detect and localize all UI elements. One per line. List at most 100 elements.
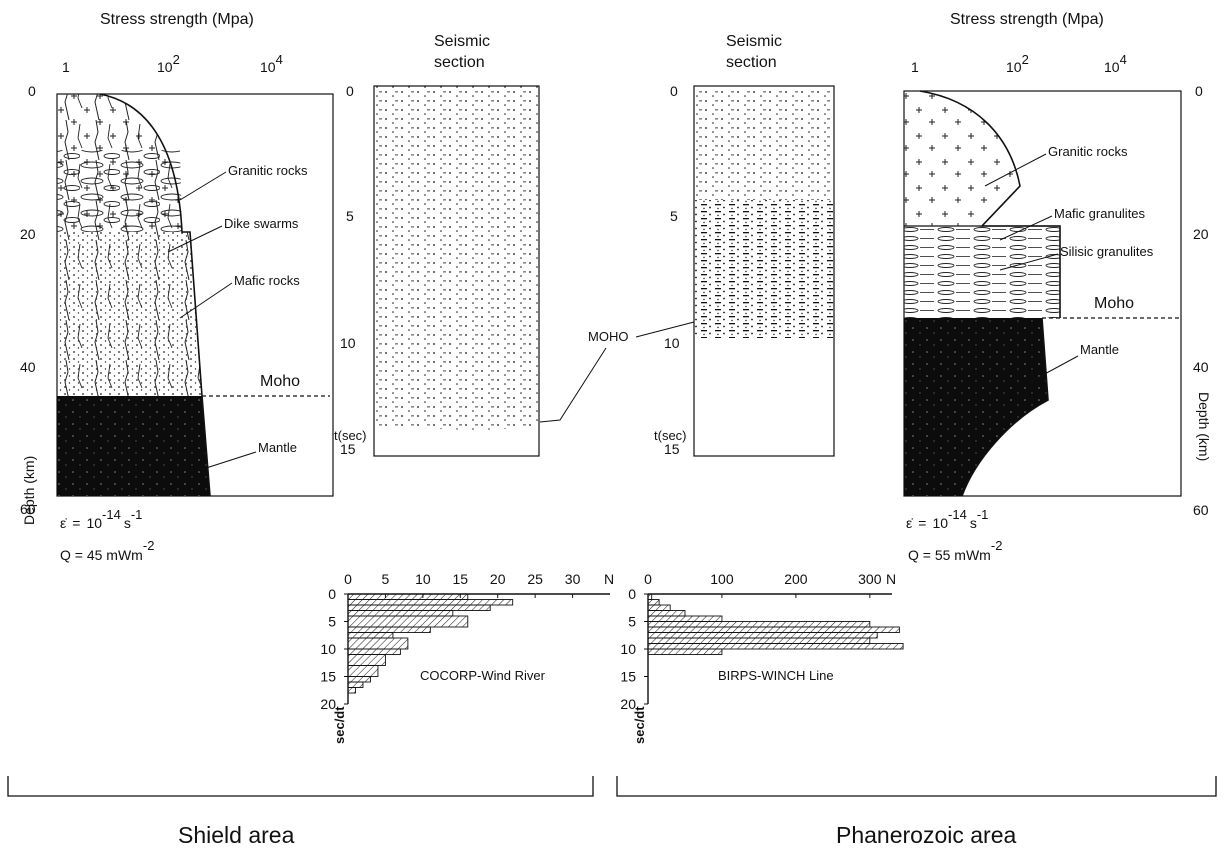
seismic-left-title-1: Seismic: [434, 33, 490, 50]
birps-title: BIRPS-WINCH Line: [718, 668, 834, 683]
birps-x-tick-0: 0: [644, 571, 652, 587]
cocorp-bar-3: [347, 610, 454, 617]
seismic-section-right: Seismic section 0 5 10 t(sec) 15: [654, 33, 835, 457]
cocorp-bar-5: [347, 626, 431, 633]
cocorp-bar-11: [347, 676, 371, 683]
right-granitic-layer: [904, 91, 1020, 226]
right-tick-1: 1: [911, 59, 919, 75]
left-depth-tick-20: 20: [20, 226, 36, 242]
shield-bracket-line: [7, 776, 594, 797]
birps-bar-10: [647, 648, 723, 655]
moho-callout-label: MOHO: [588, 329, 628, 344]
left-lens-layer: [57, 150, 182, 232]
cocorp-y-tick-2: 10: [320, 641, 336, 657]
birps-x-tick-1: 100: [710, 571, 734, 587]
left-leader-mantle: [199, 451, 257, 471]
birps-bar-2: [647, 604, 671, 611]
right-strength-envelope: [919, 90, 1061, 497]
seismic-right-tick-15: 15: [664, 441, 680, 457]
cocorp-bar-0: [347, 593, 469, 600]
birps-x-tick-2: 200: [784, 571, 808, 587]
seismic-left-axis-label: t(sec): [334, 428, 367, 443]
seismic-right-frame: [693, 85, 835, 457]
right-label-mafic-granulites: Mafic granulites: [1054, 206, 1146, 221]
seismic-right-lower-reflections: [695, 200, 833, 338]
left-label-mantle: Mantle: [258, 440, 297, 455]
right-depth-tick-0: 0: [1195, 83, 1203, 99]
left-depth-label: Depth (km): [21, 456, 37, 525]
left-tick-1: 1: [62, 59, 70, 75]
cocorp-bar-7: [347, 637, 409, 650]
cocorp-x-tick-5: 25: [527, 571, 543, 587]
moho-callout-leader-left: [539, 347, 607, 423]
cocorp-y-axis-label: sec/dt: [332, 706, 347, 744]
cocorp-x-tick-1: 5: [382, 571, 390, 587]
seismic-left-title-2: section: [434, 54, 485, 71]
cocorp-x-tick-2: 10: [415, 571, 431, 587]
left-heat-flow: Q = 45 mWm-2: [60, 538, 154, 563]
cocorp-y-tick-0: 0: [328, 586, 336, 602]
left-leader-dikes: [167, 225, 223, 253]
seismic-left-tick-0: 0: [346, 83, 354, 99]
cocorp-x-tick-4: 20: [490, 571, 506, 587]
moho-callout-leader-right: [635, 321, 695, 338]
seismic-left-tick-5: 5: [346, 208, 354, 224]
birps-bar-8: [647, 637, 871, 644]
birps-bar-1: [647, 599, 660, 606]
right-depth-tick-40: 40: [1193, 359, 1209, 375]
left-mafic-dikes: [57, 232, 202, 396]
cocorp-bar-8: [347, 648, 401, 655]
phanerozoic-bracket-line: [616, 776, 1217, 797]
moho-callout: MOHO: [539, 321, 695, 423]
cocorp-y-tick-3: 15: [320, 669, 336, 685]
seismic-right-axis-label: t(sec): [654, 428, 687, 443]
cocorp-y-tick-1: 5: [328, 614, 336, 630]
right-leader-silisic-granulites: [999, 253, 1059, 271]
cocorp-x-tick-0: 0: [344, 571, 352, 587]
birps-y-tick-0: 0: [628, 586, 636, 602]
left-label-mafic: Mafic rocks: [234, 273, 300, 288]
cocorp-bar-13: [347, 687, 356, 694]
cocorp-bar-1: [347, 599, 514, 606]
right-leader-mantle: [1029, 355, 1079, 383]
birps-y-tick-1: 5: [628, 614, 636, 630]
right-depth-tick-20: 20: [1193, 226, 1209, 242]
birps-bar-6: [647, 626, 900, 633]
birps-y-tick-4: 20: [620, 696, 636, 712]
left-depth-tick-0: 0: [28, 83, 36, 99]
right-heat-flow: Q = 55 mWm-2: [908, 538, 1002, 563]
left-tick-10000: 104: [260, 52, 283, 75]
right-strain-rate: ε̇=10-14s-1: [906, 507, 988, 531]
cocorp-bar-6: [347, 632, 394, 639]
left-depth-tick-60: 60: [20, 501, 36, 517]
right-label-silisic-granulites: Silisic granulites: [1060, 244, 1154, 259]
left-moho-label: Moho: [260, 373, 300, 390]
seismic-right-tick-0: 0: [670, 83, 678, 99]
seismic-right-tick-10: 10: [664, 335, 680, 351]
seismic-right-upper-reflections: [695, 90, 833, 200]
seismic-left-reflections: [374, 86, 539, 430]
left-stress-title: Stress strength (Mpa): [100, 11, 254, 28]
birps-bar-9: [647, 643, 904, 650]
cocorp-bar-12: [347, 681, 364, 688]
right-leader-granitic: [984, 153, 1047, 187]
left-label-dikes: Dike swarms: [224, 216, 299, 231]
cocorp-y-tick-4: 20: [320, 696, 336, 712]
birps-y-tick-2: 10: [620, 641, 636, 657]
left-mantle-layer: [57, 396, 210, 496]
right-label-mantle: Mantle: [1080, 342, 1119, 357]
right-leader-mafic-granulites: [999, 215, 1053, 241]
cocorp-bar-10: [347, 665, 379, 677]
right-tick-10000: 104: [1104, 52, 1127, 75]
right-stress-title: Stress strength (Mpa): [950, 11, 1104, 28]
right-moho-label: Moho: [1094, 295, 1134, 312]
shield-bracket: Shield area: [7, 776, 594, 848]
left-leader-granitic: [179, 171, 227, 201]
phanerozoic-area-label: Phanerozoic area: [836, 822, 1016, 848]
birps-bar-3: [647, 610, 686, 617]
left-label-granitic: Granitic rocks: [228, 163, 308, 178]
shield-area-label: Shield area: [178, 822, 295, 848]
